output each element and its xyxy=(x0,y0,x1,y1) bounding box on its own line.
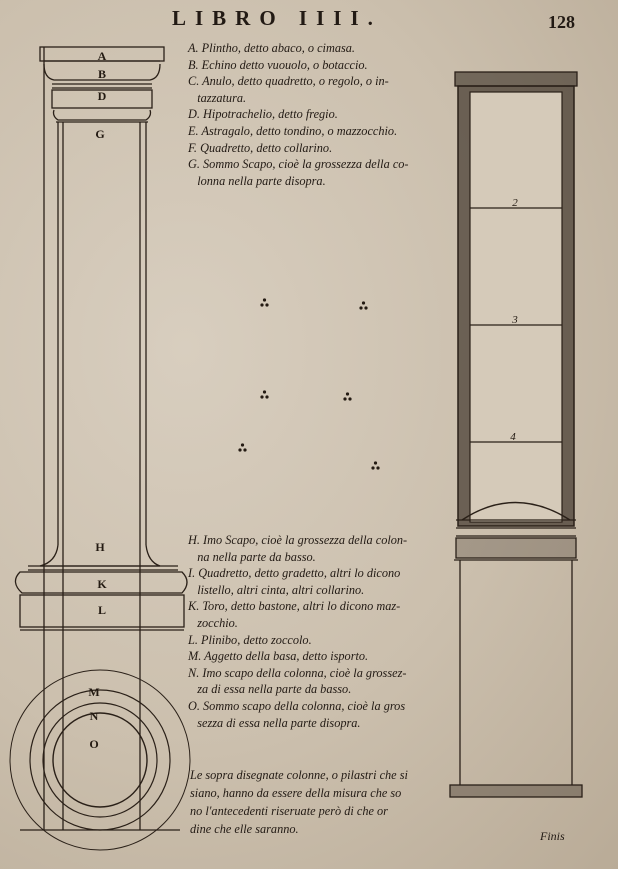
closing-note: Le sopra disegnate colonne, o pilastri c… xyxy=(190,766,450,838)
legend-item: F. Quadretto, detto collarino. xyxy=(188,140,333,155)
legend-item: G. Sommo Scapo, cioè la grossezza della … xyxy=(188,157,409,172)
legend-item: listello, altri cinta, altri collarino. xyxy=(188,582,365,597)
legend-item: H. Imo Scapo, cioè la grossezza della co… xyxy=(188,533,408,547)
column-label-a: A xyxy=(98,49,107,63)
column-label-h: H xyxy=(95,540,105,554)
column-label-n: N xyxy=(90,709,99,723)
note-line: dine che elle saranno. xyxy=(190,822,299,836)
legend-item: N. Imo scapo della colonna, cioè la gros… xyxy=(188,665,407,680)
finis-mark: Finis xyxy=(540,829,565,843)
column-label-g: G xyxy=(95,127,104,141)
legend-item: A. Plintho, detto abaco, o cimasa. xyxy=(188,41,356,55)
legend-item: E. Astragalo, detto tondino, o mazzocchi… xyxy=(188,123,398,138)
column-label-b: B xyxy=(98,67,106,81)
legend-item: C. Anulo, detto quadretto, o regolo, o i… xyxy=(188,74,389,89)
legend-item: D. Hipotrachelio, detto fregio. xyxy=(188,107,338,122)
legend-item: zocchio. xyxy=(188,615,238,630)
legend-item: za di essa nella parte da basso. xyxy=(188,682,352,697)
pilaster-number-2: 2 xyxy=(512,197,518,209)
column-label-o: O xyxy=(89,737,98,751)
legend-item: M. Aggetto della basa, detto isporto. xyxy=(188,649,369,664)
column-label-k: K xyxy=(97,577,107,591)
legend-item: L. Plinibo, detto zoccolo. xyxy=(188,632,312,647)
legend-item: O. Sommo scapo della colonna, cioè la gr… xyxy=(188,698,406,713)
legend-item: I. Quadretto, detto gradetto, altri lo d… xyxy=(188,566,401,581)
legend-item: lonna nella parte disopra. xyxy=(188,173,326,188)
pilaster-number-3: 3 xyxy=(511,314,518,326)
ornament-dots xyxy=(238,298,380,470)
note-line: no l'antecedenti riseruate però di che o… xyxy=(190,804,388,818)
note-line: siano, hanno da essere della misura che … xyxy=(190,786,402,800)
legend-item: sezza di essa nella parte disopra. xyxy=(188,715,361,730)
legend-base: H. Imo Scapo, cioè la grossezza della co… xyxy=(188,532,453,731)
column-label-m: M xyxy=(88,685,99,699)
page-number: 128 xyxy=(548,12,575,32)
legend-item: na nella parte da basso. xyxy=(188,549,316,564)
legend-item: tazzatura. xyxy=(188,90,247,105)
legend-item: B. Echino detto vuouolo, o botaccio. xyxy=(188,57,368,72)
column-label-d: D xyxy=(98,89,107,103)
legend-item: K. Toro, detto bastone, altri lo dicono … xyxy=(188,599,401,614)
legend-capital: A. Plintho, detto abaco, o cimasa. B. Ec… xyxy=(188,40,450,189)
note-line: Le sopra disegnate colonne, o pilastri c… xyxy=(190,768,408,782)
column-label-l: L xyxy=(98,603,106,617)
pilaster-number-4: 4 xyxy=(510,431,516,443)
page-header-title: LIBRO IIII. xyxy=(172,6,382,30)
